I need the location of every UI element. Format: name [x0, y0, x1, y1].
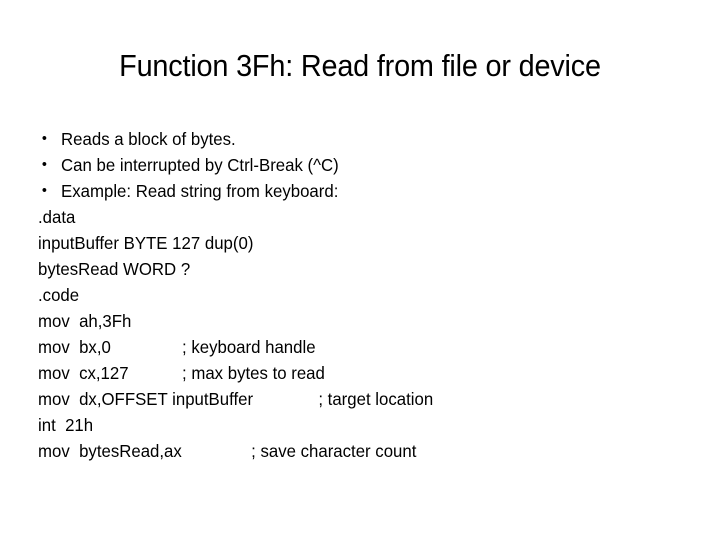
code-comment: ; save character count: [251, 441, 417, 461]
code-line: mov bx,0 ; keyboard handle: [38, 334, 672, 360]
code-comment: ; target location: [318, 389, 434, 409]
code-statement: mov bytesRead,ax: [38, 441, 182, 461]
code-comment: ; max bytes to read: [182, 363, 325, 383]
code-statement: mov bx,0: [38, 337, 111, 357]
code-statement: inputBuffer BYTE 127 dup(0): [38, 233, 254, 253]
bullet-marker-icon: •: [41, 156, 47, 173]
code-statement: mov dx,OFFSET inputBuffer: [38, 389, 254, 409]
code-comment: ; keyboard handle: [182, 337, 316, 357]
bullet-list: • Reads a block of bytes. • Can be inter…: [38, 126, 672, 204]
code-line: mov cx,127 ; max bytes to read: [38, 360, 672, 386]
bullet-marker-icon: •: [41, 182, 47, 199]
list-item-label: Can be interrupted by Ctrl-Break (^C): [61, 155, 339, 175]
list-item: • Example: Read string from keyboard:: [38, 178, 672, 204]
code-statement: mov ah,3Fh: [38, 311, 132, 331]
code-line: mov dx,OFFSET inputBuffer ; target locat…: [38, 386, 672, 412]
code-statement: .code: [38, 285, 80, 305]
list-item: • Reads a block of bytes.: [38, 126, 672, 152]
code-line: inputBuffer BYTE 127 dup(0): [38, 230, 672, 256]
code-line: mov bytesRead,ax ; save character count: [38, 438, 672, 464]
page-title: Function 3Fh: Read from file or device: [119, 48, 601, 83]
code-statement: .data: [38, 207, 76, 227]
code-statement: bytesRead WORD ?: [38, 259, 191, 279]
code-line: mov ah,3Fh: [38, 308, 672, 334]
code-line: bytesRead WORD ?: [38, 256, 672, 282]
bullet-marker-icon: •: [41, 130, 47, 147]
list-item-label: Example: Read string from keyboard:: [61, 181, 339, 201]
code-line: int 21h: [38, 412, 672, 438]
code-statement: mov cx,127: [38, 363, 129, 383]
code-statement: int 21h: [38, 415, 94, 435]
list-item: • Can be interrupted by Ctrl-Break (^C): [38, 152, 672, 178]
slide-body: • Reads a block of bytes. • Can be inter…: [38, 126, 672, 464]
list-item-label: Reads a block of bytes.: [61, 129, 236, 149]
code-line: .data: [38, 204, 672, 230]
code-listing: .data inputBuffer BYTE 127 dup(0) bytesR…: [38, 204, 672, 464]
code-line: .code: [38, 282, 672, 308]
